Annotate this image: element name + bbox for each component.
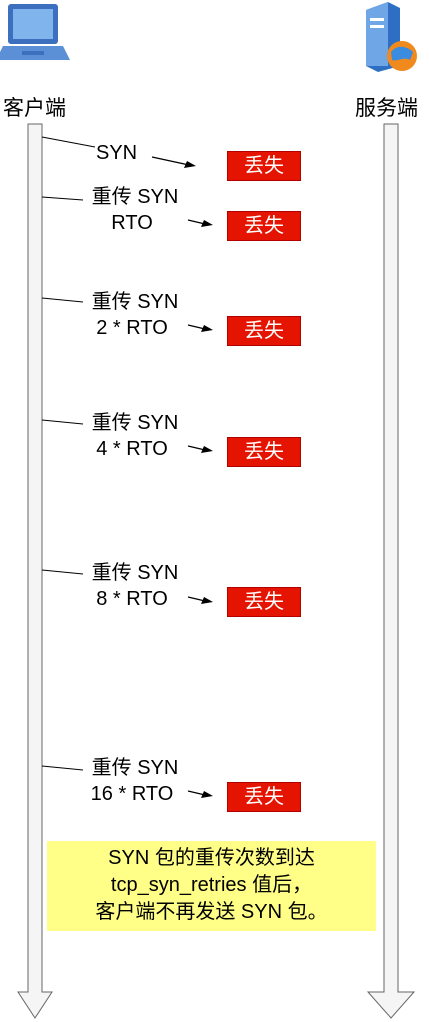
attempt-title: 重传 SYN (91, 562, 179, 584)
lost-badge: 丢失 (227, 782, 301, 812)
attempt-label: SYN (96, 142, 138, 164)
attempt-title: 重传 SYN (91, 291, 179, 313)
server-label: 服务端 (355, 97, 418, 120)
attempt-delay: 2 * RTO (96, 317, 168, 339)
lost-badge: 丢失 (227, 211, 301, 241)
client-timeline (17, 123, 53, 1019)
attempt-title: 重传 SYN (91, 757, 179, 779)
attempt-delay: RTO (111, 212, 153, 234)
attempt-label: 重传 SYN 2 * RTO (70, 289, 200, 341)
attempt-label: 重传 SYN 16 * RTO (70, 755, 200, 807)
retry-limit-note: SYN 包的重传次数到达 tcp_syn_retries 值后， 客户端不再发送… (47, 841, 376, 931)
lost-badge: 丢失 (227, 437, 301, 467)
attempt-label: 重传 SYN 8 * RTO (70, 560, 200, 612)
attempt-delay: 4 * RTO (96, 438, 168, 460)
send-arrow (151, 156, 190, 166)
note-line: tcp_syn_retries 值后， (110, 874, 313, 896)
attempt-label: 重传 SYN 4 * RTO (70, 410, 200, 462)
note-line: SYN 包的重传次数到达 (108, 847, 315, 869)
client-label: 客户端 (3, 97, 66, 120)
lost-badge: 丢失 (227, 151, 301, 181)
note-line: 客户端不再发送 SYN 包。 (95, 901, 328, 923)
attempt-title: 重传 SYN (91, 186, 179, 208)
server-timeline (366, 123, 416, 1019)
server-globe-icon (366, 2, 417, 72)
send-line (41, 136, 96, 148)
attempt-delay: 16 * RTO (90, 783, 174, 805)
attempt-title: 重传 SYN (91, 412, 179, 434)
lost-badge: 丢失 (227, 587, 301, 617)
laptop-icon (0, 4, 70, 60)
attempt-delay: 8 * RTO (96, 588, 168, 610)
attempt-label: 重传 SYN RTO (70, 184, 200, 236)
lost-badge: 丢失 (227, 316, 301, 346)
